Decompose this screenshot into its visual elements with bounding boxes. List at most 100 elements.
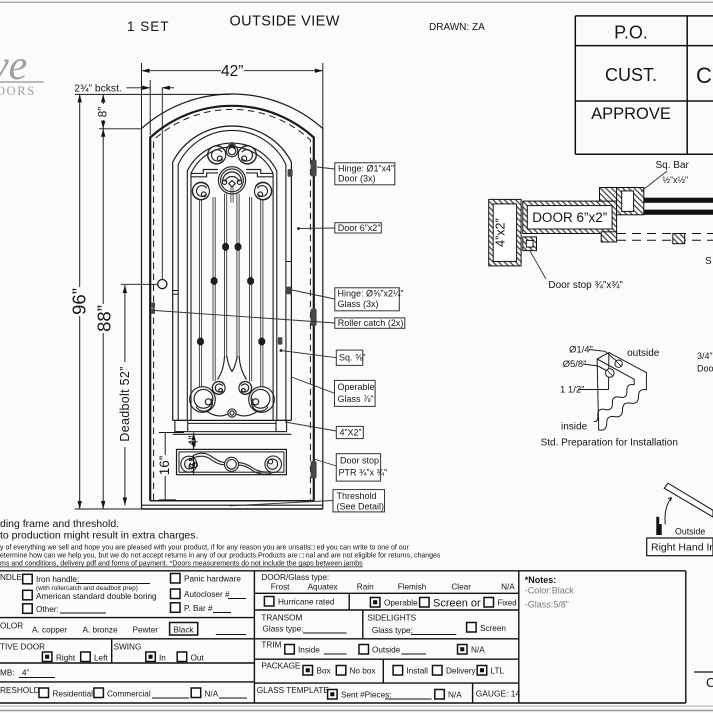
- svg-text:SWING: SWING: [114, 643, 142, 652]
- svg-text:Sq. ⅝”: Sq. ⅝”: [339, 353, 366, 363]
- svg-text:Glass ⅞”: Glass ⅞”: [338, 394, 374, 404]
- svg-text:Black: Black: [174, 626, 195, 635]
- svg-text:Iron handle:: Iron handle:: [36, 575, 79, 584]
- svg-text:OORS: OORS: [0, 84, 36, 98]
- svg-text:Rain: Rain: [357, 583, 374, 592]
- svg-text:Pewter: Pewter: [133, 626, 159, 635]
- svg-text:16”: 16”: [157, 456, 172, 476]
- svg-text:P.O.: P.O.: [614, 23, 648, 43]
- svg-text:TRIM: TRIM: [261, 641, 281, 650]
- svg-text:Box: Box: [317, 667, 331, 676]
- svg-text:CUST.: CUST.: [605, 65, 657, 85]
- svg-text:ms and conditions, delivery pd: ms and conditions, delivery pdf and form…: [0, 561, 363, 568]
- svg-text:S: S: [705, 256, 712, 267]
- svg-text:In: In: [159, 654, 166, 663]
- svg-text:RESHOLD: RESHOLD: [0, 686, 40, 695]
- svg-text:Out: Out: [191, 654, 205, 663]
- svg-text:ding frame and threshold.: ding frame and threshold.: [0, 518, 119, 530]
- svg-text:*Notes:: *Notes:: [525, 575, 557, 585]
- svg-text:Deadbolt 52”: Deadbolt 52”: [118, 366, 132, 441]
- svg-text:96”: 96”: [68, 288, 89, 315]
- svg-text:Screen or: Screen or: [433, 598, 481, 610]
- svg-text:Hinge: Ø⅝”x2¼”: Hinge: Ø⅝”x2¼”: [338, 289, 404, 299]
- svg-text:4”x2”: 4”x2”: [494, 218, 508, 246]
- svg-text:Operable: Operable: [384, 599, 418, 608]
- svg-text:OLOR: OLOR: [0, 622, 23, 631]
- svg-text:N/A: N/A: [205, 690, 219, 699]
- svg-text:Glass type:: Glass type:: [263, 625, 304, 634]
- svg-text:etermine how can we help you,: etermine how can we help you, but we do …: [0, 553, 441, 560]
- svg-text:American standard double borin: American standard double boring: [36, 592, 157, 601]
- svg-text:LTL: LTL: [491, 667, 505, 676]
- svg-text:Operable: Operable: [338, 382, 375, 392]
- svg-text:1 1/2”: 1 1/2”: [560, 385, 584, 396]
- svg-text:½”x½”: ½”x½”: [663, 175, 689, 185]
- svg-text:Right: Right: [56, 654, 76, 663]
- svg-text:outside: outside: [627, 348, 660, 359]
- svg-text:Door stop ¾”x¾”: Door stop ¾”x¾”: [548, 280, 622, 291]
- svg-text:Panic hardware: Panic hardware: [184, 575, 241, 584]
- svg-text:2¾” bckst.: 2¾” bckst.: [74, 83, 122, 94]
- svg-text:Outside: Outside: [372, 646, 401, 655]
- svg-text:3/4”: 3/4”: [697, 351, 713, 361]
- svg-text:8”: 8”: [96, 107, 110, 118]
- svg-text:4”: 4”: [187, 435, 201, 446]
- svg-text:Hurricane rated: Hurricane rated: [278, 598, 335, 607]
- svg-text:PACKAGE: PACKAGE: [261, 662, 301, 671]
- svg-text:Aquatex: Aquatex: [308, 583, 338, 592]
- svg-text:-Color:Black: -Color:Black: [525, 586, 575, 596]
- svg-text:GLASS TEMPLATE: GLASS TEMPLATE: [257, 686, 330, 695]
- svg-text:A. copper: A. copper: [32, 626, 67, 635]
- svg-text:Hinge: Ø1”x4”: Hinge: Ø1”x4”: [338, 164, 394, 174]
- svg-text:Glass type:: Glass type:: [372, 626, 413, 635]
- svg-text:Outside: Outside: [675, 527, 705, 537]
- svg-text:-Glass:5/8”: -Glass:5/8”: [525, 600, 569, 610]
- svg-text:C: C: [706, 675, 713, 690]
- svg-text:PTR ¾”x ¾”: PTR ¾”x ¾”: [339, 468, 388, 478]
- svg-text:Sq. Bar: Sq. Bar: [656, 160, 690, 171]
- svg-text:Fixed: Fixed: [498, 599, 517, 608]
- svg-text:P. Bar #: P. Bar #: [184, 604, 213, 613]
- svg-text:Commercial: Commercial: [107, 690, 151, 699]
- svg-text:Glass (3x): Glass (3x): [338, 299, 379, 309]
- svg-text:Clear: Clear: [451, 583, 471, 592]
- svg-text:Sent #Pieces:: Sent #Pieces:: [341, 691, 392, 700]
- svg-text:Install: Install: [407, 667, 429, 676]
- svg-text:Inside: Inside: [298, 646, 320, 655]
- svg-text:DRAWN: ZA: DRAWN: ZA: [429, 22, 485, 33]
- svg-text:Ø1/4”: Ø1/4”: [569, 345, 593, 356]
- svg-text:Flemish: Flemish: [398, 583, 427, 592]
- svg-text:4”X2”: 4”X2”: [340, 428, 362, 438]
- svg-text:Doo: Doo: [697, 364, 713, 374]
- svg-text:Residential: Residential: [53, 690, 94, 699]
- svg-text:OUTSIDE VIEW: OUTSIDE VIEW: [230, 14, 340, 30]
- svg-text:Door 6”x2”: Door 6”x2”: [338, 223, 381, 233]
- svg-text:to production might result in: to production might result in extra char…: [0, 530, 198, 542]
- svg-text:inside: inside: [561, 422, 588, 433]
- svg-text:N/A: N/A: [448, 691, 462, 700]
- svg-text:No box: No box: [350, 667, 376, 676]
- svg-text:GAUGE: 14: GAUGE: 14: [476, 689, 521, 699]
- svg-text:Ø5/8”: Ø5/8”: [563, 359, 587, 370]
- svg-text:Left: Left: [94, 654, 108, 663]
- svg-text:C: C: [696, 63, 712, 88]
- svg-text:DOOR/Glass type:: DOOR/Glass type:: [261, 573, 329, 582]
- svg-text:Other:: Other:: [36, 605, 59, 614]
- svg-text:Roller catch (2x): Roller catch (2x): [338, 318, 404, 328]
- svg-text:SIDELIGHTS: SIDELIGHTS: [367, 614, 416, 623]
- svg-text:6”: 6”: [187, 457, 201, 468]
- svg-text:Delivery: Delivery: [446, 667, 476, 676]
- svg-text:Autocloser #: Autocloser #: [184, 590, 230, 599]
- svg-text:TRANSOM: TRANSOM: [261, 614, 302, 623]
- svg-text:Right Hand In-: Right Hand In-: [651, 542, 713, 554]
- svg-text:A. bronze: A. bronze: [83, 626, 118, 635]
- svg-text:y of everything we sell and ho: y of everything we sell and hope you are…: [0, 545, 410, 552]
- svg-text:(with rollercatch and deadbolt: (with rollercatch and deadbolt prep): [36, 585, 138, 592]
- svg-text:42”: 42”: [221, 63, 243, 80]
- svg-text:MB:: MB:: [0, 669, 15, 678]
- svg-text:Std. Preparation for Installat: Std. Preparation for Installation: [541, 438, 678, 449]
- svg-text:88”: 88”: [93, 305, 114, 332]
- svg-text:Door (3x): Door (3x): [338, 174, 376, 184]
- svg-text:Door stop: Door stop: [340, 456, 379, 466]
- svg-text:(See Detail): (See Detail): [337, 501, 385, 511]
